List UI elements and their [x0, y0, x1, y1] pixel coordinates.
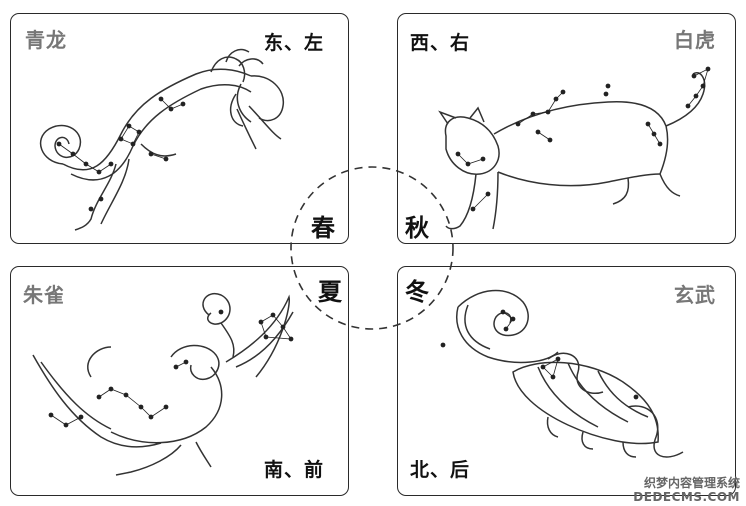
direction-label-south-front: 南、前: [264, 459, 325, 481]
azure-dragon-illustration: [39, 48, 284, 231]
watermark: 织梦内容管理系统 DEDECMS.COM: [633, 476, 740, 504]
black-tortoise-illustration: [440, 289, 684, 458]
azure-dragon-panel: 青龙 东、左: [10, 13, 349, 244]
direction-label-east-left: 东、左: [264, 32, 325, 54]
black-tortoise-panel: 玄武 北、后: [397, 266, 736, 496]
guardian-name-black-tortoise: 玄武: [674, 283, 716, 307]
season-winter: 冬: [405, 277, 429, 306]
watermark-line-1: 织梦内容管理系统: [643, 476, 740, 490]
white-tiger-illustration: [438, 66, 711, 230]
vermilion-bird-panel: 朱雀 南、前: [10, 266, 349, 496]
guardian-name-white-tiger: 白虎: [674, 28, 716, 52]
direction-label-west-right: 西、右: [410, 32, 471, 54]
vermilion-bird-illustration: [32, 292, 294, 476]
guardian-name-azure-dragon: 青龙: [25, 28, 67, 52]
season-summer: 夏: [318, 277, 342, 306]
watermark-line-2: DEDECMS.COM: [633, 490, 740, 504]
season-spring: 春: [311, 213, 335, 242]
direction-label-north-back: 北、后: [410, 459, 471, 481]
guardian-name-vermilion-bird: 朱雀: [23, 283, 65, 307]
white-tiger-panel: 白虎 西、右: [397, 13, 736, 244]
season-autumn: 秋: [405, 213, 429, 242]
